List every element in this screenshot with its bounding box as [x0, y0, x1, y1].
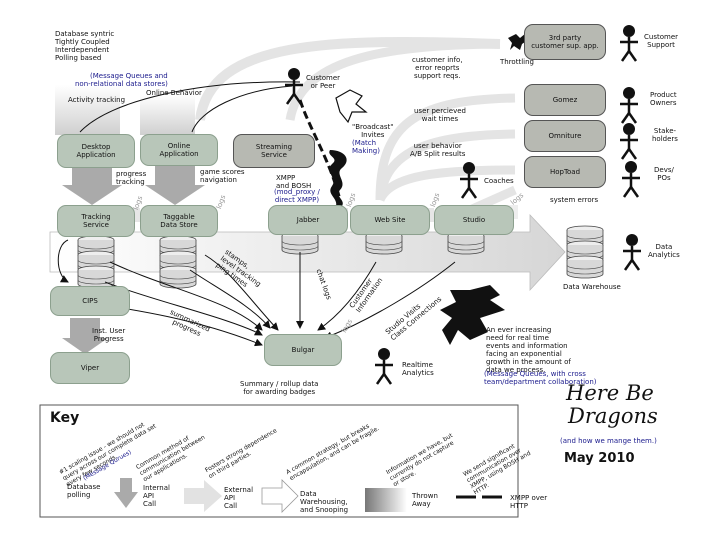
box-streaming-service: Streaming Service — [233, 134, 315, 168]
box-bulgar: Bulgar — [264, 334, 342, 366]
label-dragon-note-mq: (Message Queues, with cross team/departm… — [484, 370, 597, 386]
dragon-icon-jabber — [329, 150, 347, 206]
label-system-errors: system errors — [550, 196, 599, 204]
intro-line-3: Interdependent — [55, 46, 110, 54]
box-web-site: Web Site — [350, 205, 430, 235]
box-viper: Viper — [50, 352, 130, 384]
box-studio: Studio — [434, 205, 514, 235]
box-tracking-service: Tracking Service — [57, 205, 135, 237]
intro-line-4: Polling based — [55, 54, 102, 62]
key-title: Key — [50, 410, 80, 426]
box-omniture: Omniture — [524, 120, 606, 152]
title-date: May 2010 — [564, 451, 635, 466]
dragon-icon-small — [508, 33, 528, 50]
label-realtime-analytics: Realtime Analytics — [402, 361, 434, 377]
label-user-behavior: user behavior A/B Split results — [410, 142, 466, 158]
label-coaches: Coaches — [484, 177, 514, 185]
title-subtitle: (and how we mange them.) — [560, 437, 657, 445]
key-external-api: External API Call — [224, 486, 254, 510]
label-xmpp: XMPP and BOSH — [276, 174, 312, 190]
box-hoptoad: HopToad — [524, 156, 606, 188]
dragon-icon-large — [440, 285, 505, 345]
label-customer-info: customer info, error reoprts support req… — [412, 56, 463, 80]
title-here-be: Here Be — [566, 381, 654, 405]
box-taggable-data-store: Taggable Data Store — [140, 205, 218, 237]
mq-note-2: non-relational data stores) — [75, 80, 168, 88]
label-devs-pos: Devs/ POs — [654, 166, 674, 182]
label-throttling: Throttling — [500, 58, 534, 66]
box-jabber: Jabber — [268, 205, 348, 235]
key-internal-api: Internal API Call — [143, 484, 170, 508]
box-cips: CIPS — [50, 286, 130, 316]
box-third-party-support: 3rd party customer sup. app. — [524, 24, 606, 60]
key-database-polling: Database polling — [67, 483, 101, 499]
label-data-warehouse: Data Warehouse — [563, 283, 621, 291]
intro-line-1: Database syntric — [55, 30, 115, 38]
box-online-application: Online Application — [140, 134, 218, 166]
mq-note-1: (Message Queues and — [90, 72, 168, 80]
label-progress-tracking: progress tracking — [116, 170, 147, 186]
dragon-icon-broadcast — [335, 89, 368, 124]
label-online-behavior: Online Behavior — [146, 89, 202, 97]
key-data-warehousing: Data Warehousing, and Snooping — [300, 490, 349, 514]
box-desktop-application: Desktop Application — [57, 134, 135, 168]
label-dragon-note: An ever increasing need for real time ev… — [486, 326, 571, 374]
label-data-analytics: Data Analytics — [648, 243, 680, 259]
label-product-owners: Product Owners — [650, 91, 677, 107]
intro-line-2: Tightly Coupled — [55, 38, 110, 46]
label-summary-rollup: Summary / rollup data for awarding badge… — [240, 380, 319, 396]
label-inst-user-progress: Inst. User Progress — [92, 327, 126, 343]
title-dragons: Dragons — [568, 404, 658, 428]
key-xmpp-over-http: XMPP over HTTP — [510, 494, 548, 510]
label-stakeholders: Stake- holders — [652, 127, 678, 143]
key-thrown-away: Thrown Away — [412, 492, 438, 508]
label-activity-tracking: Activity tracking — [68, 96, 126, 104]
label-customer-or-peer: Customer or Peer — [306, 74, 341, 90]
label-mod-proxy: (mod_proxy / direct XMPP) — [274, 188, 320, 204]
label-broadcast: "Broadcast" Invites — [352, 123, 394, 139]
label-game-scores: game scores navigation — [200, 168, 245, 184]
label-match-making: (Match Making) — [352, 139, 380, 155]
box-gomez: Gomez — [524, 84, 606, 116]
label-customer-support: Customer Support — [644, 33, 679, 49]
label-user-perceived: user percieved wait times — [414, 107, 466, 123]
